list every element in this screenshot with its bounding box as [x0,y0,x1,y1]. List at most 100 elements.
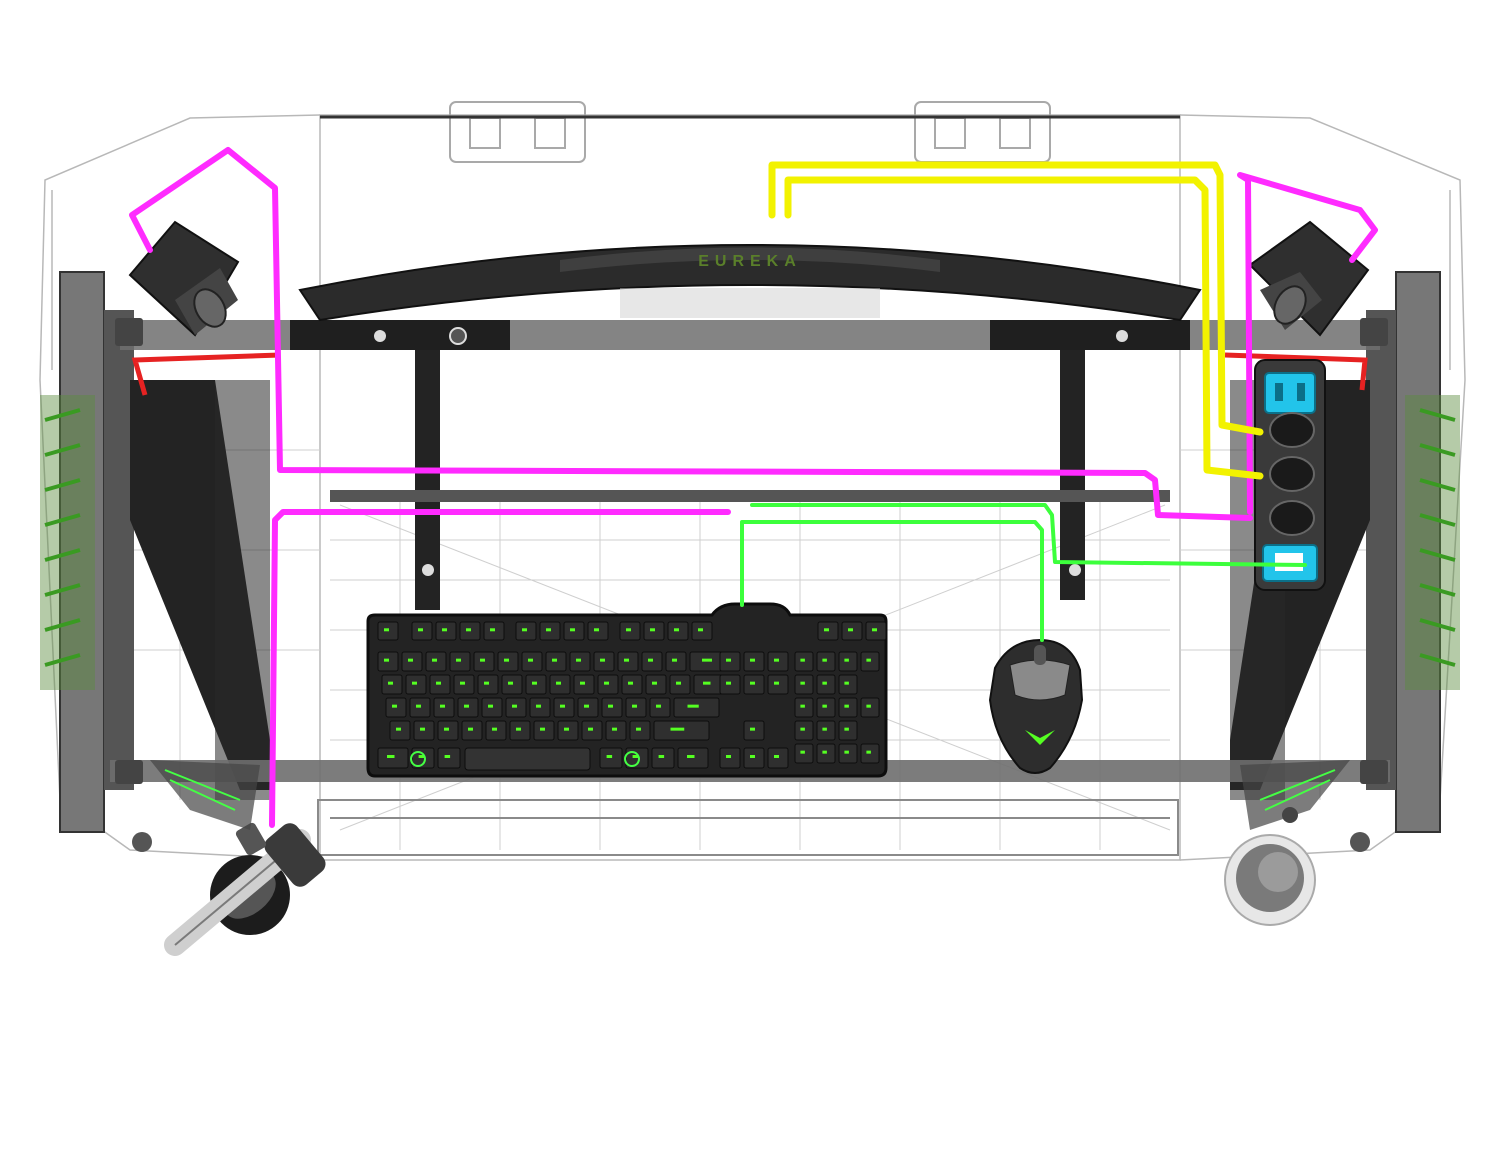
key-legend [464,704,469,708]
key-legend [466,628,471,632]
key-legend [848,628,853,632]
key-legend [636,727,641,731]
cup-icon [1224,834,1316,926]
key-legend [418,628,423,632]
gaming-mouse-icon [988,638,1084,774]
key-legend [480,658,485,662]
key-legend [564,727,569,731]
key-legend [556,681,561,685]
key-legend [628,681,633,685]
key-legend [774,755,779,758]
key-legend [584,704,589,708]
key-legend [726,681,731,685]
key-legend [536,704,541,708]
key-legend [384,628,389,632]
monitor-brackets [449,101,1051,163]
key-legend [388,681,393,685]
power-cables [129,147,1378,828]
key-legend [516,727,521,731]
key-legend [522,628,527,632]
key-legend [844,727,849,731]
key-legend [560,704,565,708]
key-legend [632,704,637,708]
key-legend [492,727,497,731]
key-legend [866,658,871,662]
key-legend [670,727,685,731]
key-legend [392,704,397,708]
key-legend [822,704,827,708]
keyboard-tray [317,799,1179,856]
key-legend [546,628,551,632]
key-legend [844,658,849,662]
key-legend [652,681,657,685]
key-legend [540,727,545,731]
key-legend [648,658,653,662]
key-legend [456,658,461,662]
key-legend [866,704,871,708]
headphones-icon [164,822,326,956]
key-legend [866,750,871,754]
key-legend [650,628,655,632]
cable-hooks [131,352,1368,396]
key-legend [436,681,441,685]
front-corner-panels [132,760,1370,852]
key-legend [387,755,395,758]
key-legend [490,628,495,632]
key-legend [420,727,425,731]
key-legend [612,727,617,731]
key-legend [750,658,755,662]
key-legend [800,727,805,731]
curved-monitor-icon: EUREKA [298,244,1202,322]
desk-outline [39,114,1466,861]
keyboard-icon [366,602,888,778]
key-legend [608,704,613,708]
key-legend [656,704,661,708]
key-legend [570,628,575,632]
key-legend [676,681,681,685]
key-legend [532,681,537,685]
key-legend [396,727,401,731]
key-legend [460,681,465,685]
key-legend [552,658,557,662]
key-legend [800,681,805,685]
key-legend [687,704,699,708]
key-legend [672,658,677,662]
key-legend [750,681,755,685]
power-strip-icon [1254,359,1326,591]
key-legend [774,658,779,662]
key-legend [822,727,827,731]
key-legend [384,658,389,662]
key-legend [698,628,703,632]
monitor-logo: EUREKA [698,253,802,270]
key-legend [822,681,827,685]
key-legend [822,658,827,662]
key-legend [432,658,437,662]
key-legend [588,727,593,731]
key-legend [774,681,779,685]
keyboard-keys [377,621,887,769]
key-legend [822,750,827,754]
key-legend [606,755,613,758]
monitor-cable [768,161,1264,480]
key-legend [484,681,489,685]
key-legend [632,755,639,758]
key-legend [580,681,585,685]
key-legend [703,681,711,685]
key-legend [408,658,413,662]
key-legend [658,755,665,758]
right-speaker-icon [1248,220,1370,337]
key-legend [508,681,513,685]
key-legend [576,658,581,662]
key-legend [444,755,451,758]
key-legend [440,704,445,708]
key-legend [418,755,425,758]
key-legend [444,727,449,731]
key-legend [844,704,849,708]
key-legend [800,750,805,754]
key-legend [626,628,631,632]
key-legend [624,658,629,662]
key-legend [674,628,679,632]
key-legend [468,727,473,731]
